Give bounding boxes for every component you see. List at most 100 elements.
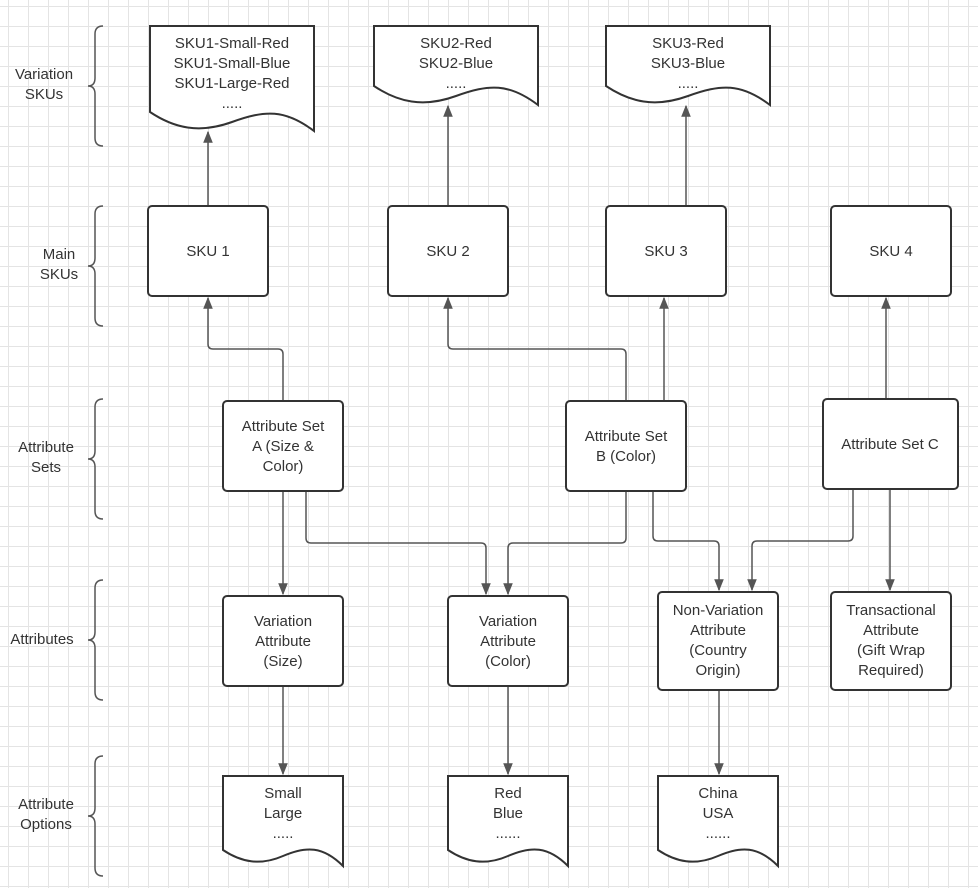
brace-main-skus [87,205,104,327]
row-label-attributes-line: Attributes [10,631,73,648]
main-sku3-text: SKU 3 [644,243,687,260]
variation-sku3-text-line: SKU3-Red [652,35,724,52]
row-label-attribute-options-line: Attribute [18,796,74,813]
attribute-set-a-box: Attribute Set A (Size & Color) [222,400,344,492]
row-label-variation-skus-line: Variation [15,66,73,83]
variation-sku3-text-line: ..... [678,75,699,92]
attribute-set-c-text-line: Attribute Set C [841,436,939,453]
attribute-transactional-text-line: (Gift Wrap [857,642,925,659]
variation-sku3-text-line: SKU3-Blue [651,55,725,72]
variation-sku2-text-line: SKU2-Red [420,35,492,52]
attribute-color-text-line: Variation [479,613,537,630]
attribute-size-text-line: Variation [254,613,312,630]
attribute-set-c-text: Attribute Set C [841,436,939,453]
variation-sku1-text-line: SKU1-Large-Red [174,75,289,92]
edge-set-c-to-country [747,489,854,592]
options-color-text-line: Red [494,785,522,802]
main-sku2-box: SKU 2 [387,205,509,297]
edge-set-b-to-sku2 [443,296,627,401]
variation-sku1-text-line: SKU1-Small-Red [175,35,289,52]
options-country-text-line: ...... [705,825,730,842]
attribute-set-b-text-line: Attribute Set [585,428,668,445]
edge-set-b-to-color [503,491,627,596]
main-sku2-text-line: SKU 2 [426,243,469,260]
attribute-transactional-text-line: Required) [858,662,924,679]
variation-sku2-text-line: ..... [446,75,467,92]
edge-set-a-to-color [305,491,491,596]
row-label-attribute-sets-line: Attribute [18,439,74,456]
edge-set-b-to-country [652,491,724,592]
row-label-main-skus-line: Main [43,246,76,263]
attribute-country-text-line: Attribute [690,622,746,639]
attribute-set-b-box: Attribute Set B (Color) [565,400,687,492]
attribute-set-c-box: Attribute Set C [822,398,959,490]
attribute-set-a-text: Attribute Set A (Size & Color) [242,418,325,475]
main-sku1-box: SKU 1 [147,205,269,297]
row-label-attributes: Attributes [10,631,73,648]
main-sku2-text: SKU 2 [426,243,469,260]
attribute-color-text-line: (Color) [485,653,531,670]
attribute-set-b-text-line: B (Color) [596,448,656,465]
attribute-transactional-text-line: Attribute [863,622,919,639]
attribute-color-text-line: Attribute [480,633,536,650]
attribute-size-text-line: (Size) [263,653,302,670]
main-sku3-text-line: SKU 3 [644,243,687,260]
main-sku3-box: SKU 3 [605,205,727,297]
attribute-set-a-text-line: A (Size & [252,438,314,455]
attribute-country-text-line: Origin) [695,662,740,679]
row-braces [87,25,104,877]
options-color-text-line: ...... [495,825,520,842]
variation-sku1-text-line: SKU1-Small-Blue [174,55,291,72]
attribute-set-a-text-line: Color) [263,458,304,475]
row-label-attribute-options-line: Options [20,816,72,833]
main-sku1-text-line: SKU 1 [186,243,229,260]
options-size-text-line: Small [264,785,302,802]
attribute-size-text-line: Attribute [255,633,311,650]
variation-sku1-text-line: ..... [222,95,243,112]
main-sku1-text: SKU 1 [186,243,229,260]
main-sku4-text-line: SKU 4 [869,243,912,260]
main-sku4-text: SKU 4 [869,243,912,260]
brace-variation-skus [87,25,104,147]
row-label-main-skus-line: SKUs [40,266,78,283]
row-label-attribute-sets-line: Sets [31,459,61,476]
edges [203,104,895,776]
attribute-transactional-text-line: Transactional [846,602,936,619]
attribute-country-text-line: (Country [689,642,747,659]
variation-sku2-text-line: SKU2-Blue [419,55,493,72]
edge-set-a-to-sku1 [203,296,284,401]
attribute-set-a-text-line: Attribute Set [242,418,325,435]
row-label-variation-skus-line: SKUs [25,86,63,103]
main-sku4-box: SKU 4 [830,205,952,297]
options-country-text-line: China [698,785,738,802]
attribute-set-b-text: Attribute Set B (Color) [585,428,668,465]
options-size-text-line: Large [264,805,302,822]
options-country-text-line: USA [703,805,734,822]
brace-attribute-sets [87,398,104,520]
brace-attributes [87,579,104,701]
